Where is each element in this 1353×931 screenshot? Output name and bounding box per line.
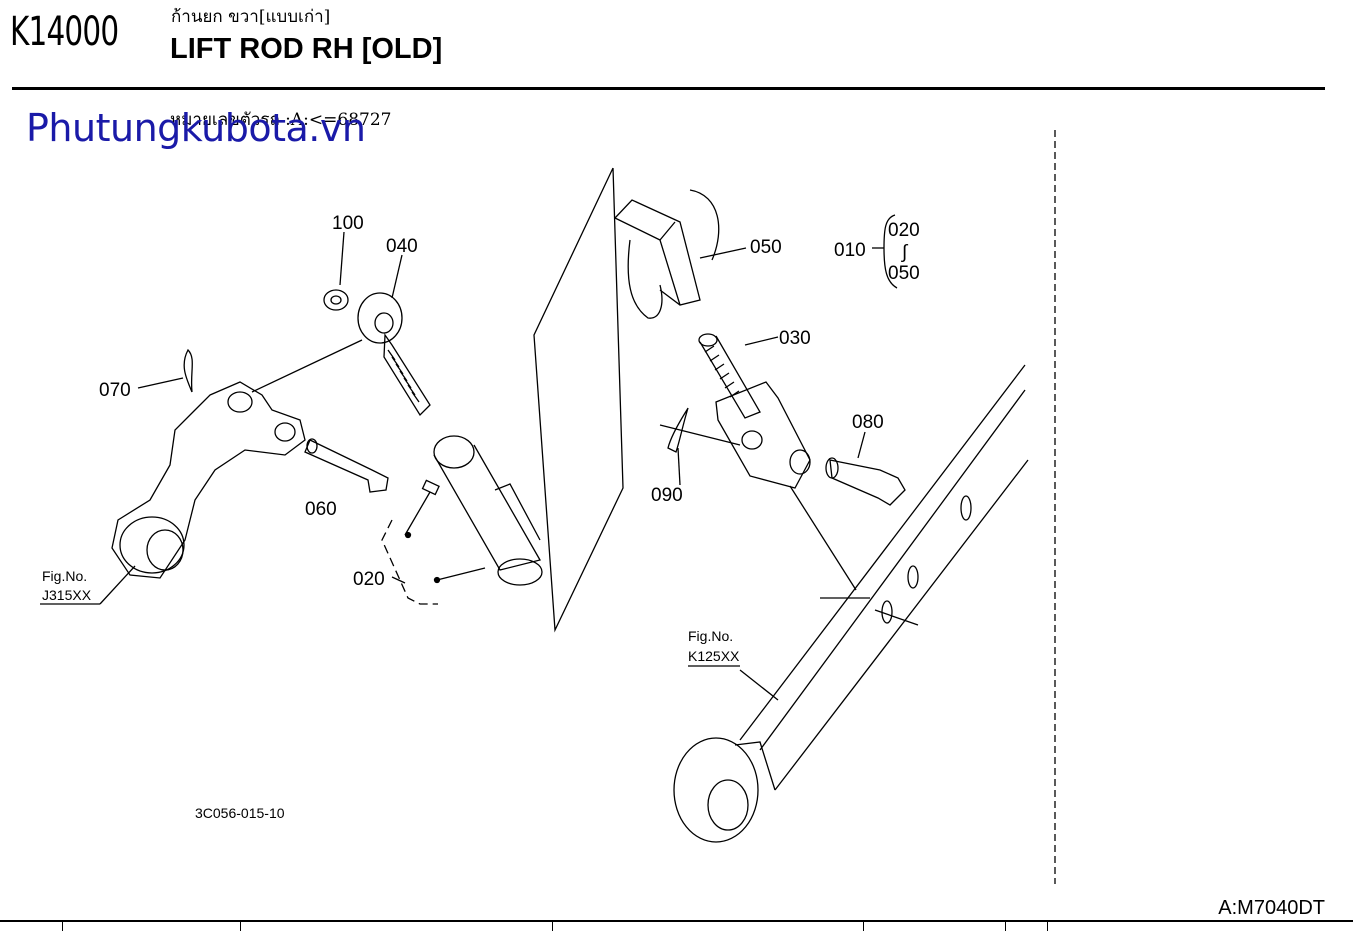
pin-080-drawing [825,457,906,506]
fig-ref-number-1: J315XX [42,587,92,603]
label-010: 010 [834,240,866,261]
pin-060-drawing [304,438,389,493]
drawing-code: 3C056-015-10 [195,805,285,821]
label-070: 070 [99,380,131,401]
fig-ref-number-2: K125XX [688,648,740,664]
label-080: 080 [852,412,884,433]
footer-column-sep [62,920,63,931]
footer-column-sep [552,920,553,931]
clevis-drawing [715,381,811,489]
bracket-050-drawing [614,189,720,319]
footer-column-sep [1005,920,1006,931]
part-group-code: K14000 [10,9,119,55]
fig-ref-label-2: Fig.No. [688,628,733,644]
rod-end-040-drawing [357,292,431,417]
footer-column-sep [240,920,241,931]
fig-ref-label-1: Fig.No. [42,568,87,584]
label-050-range: 050 [888,263,920,284]
lower-link-drawing [673,364,1029,843]
footer-column-sep [863,920,864,931]
lift-arm-drawing [111,381,306,579]
frame-outline [533,167,624,633]
label-range-mark: ∫ [901,242,909,263]
model-code: A:M7040DT [1218,897,1325,919]
label-020-range: 020 [888,220,920,241]
sleeve-020-drawing [433,435,543,586]
label-090: 090 [651,485,683,506]
grease-nipple-drawing [421,479,440,496]
header-rule [12,87,1325,90]
clip-090-drawing [667,407,689,453]
label-100: 100 [332,213,364,234]
title-english: LIFT ROD RH [OLD] [170,33,443,65]
label-020: 020 [353,569,385,590]
label-050: 050 [750,237,782,258]
label-060: 060 [305,499,337,520]
footer-rule [0,920,1353,922]
washer-100-drawing [323,289,349,311]
title-thai: ก้านยก ขวา[แบบเก่า] [171,7,331,27]
clip-070-drawing [183,348,193,393]
bolt-030-drawing [698,333,761,419]
serial-note: หมายเลขตัวรถ :A:<=68727 [170,110,392,130]
footer-column-sep [1047,920,1048,931]
label-030: 030 [779,328,811,349]
watermark: Phutungkubota.vn [26,106,366,150]
label-040: 040 [386,236,418,257]
